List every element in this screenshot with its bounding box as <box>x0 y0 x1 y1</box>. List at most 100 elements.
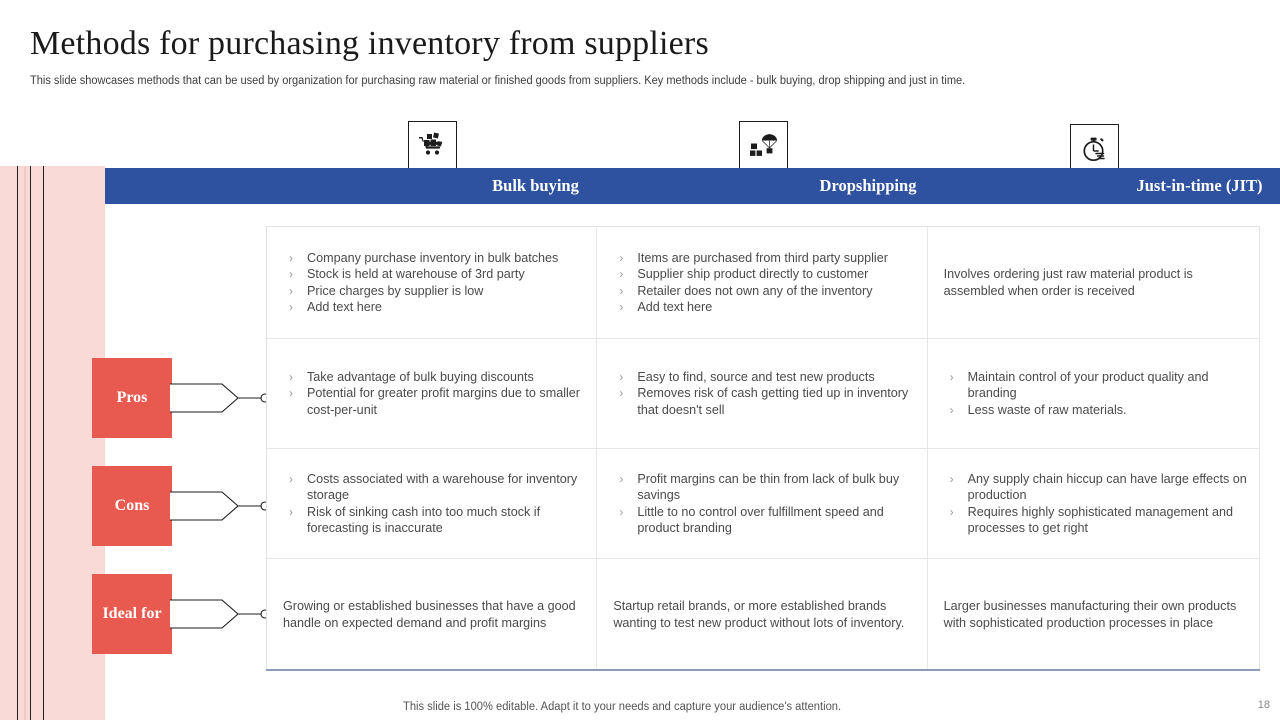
bullet-item: › Little to no control over fulfillment s… <box>609 504 914 537</box>
bullet-list: › Take advantage of bulk buying discounts… <box>279 369 584 418</box>
bullet-item: ›Price charges by supplier is low <box>279 283 584 299</box>
bullet-item: ›Risk of sinking cash into too much stoc… <box>279 504 584 537</box>
bullet-text: Supplier ship product directly to custom… <box>637 267 869 282</box>
connector-arrow-pros <box>170 383 270 413</box>
row-tag-ideal-for-label: Ideal for <box>102 605 162 622</box>
page-title: Methods for purchasing inventory from su… <box>30 25 709 62</box>
bullet-item: › Supplier ship product directly to custo… <box>609 266 914 282</box>
table-row: ›Company purchase inventory in bulk batc… <box>267 227 1259 339</box>
table-row: › Costs associated with a warehouse for i… <box>267 449 1259 559</box>
table-cell-ideal-for-just-in-time-jit: Larger businesses manufacturing their ow… <box>928 559 1259 670</box>
bullet-text: Removes risk of cash getting tied up in … <box>637 386 909 417</box>
cell-paragraph: Startup retail brands, or more establish… <box>613 599 905 630</box>
chevron-right-icon: › <box>289 299 293 314</box>
bullet-list: ›Company purchase inventory in bulk batc… <box>279 250 584 316</box>
bullet-text: Requires highly sophisticated management… <box>967 504 1233 535</box>
chevron-right-icon: › <box>619 504 624 519</box>
bullet-list: › Any supply chain hiccup can have large … <box>940 471 1247 537</box>
bullet-text: Maintain control of your product quality… <box>967 369 1209 401</box>
bullet-list: › Maintain control of your product qualit… <box>940 369 1247 418</box>
icon-chip-bulk-buying <box>408 121 457 170</box>
bullet-text: Costs associated with a warehouse for in… <box>307 471 578 503</box>
bullet-item: › Less waste of raw materials. <box>940 402 1247 418</box>
bullet-text: Price charges by supplier is low <box>307 283 484 298</box>
chevron-right-icon: › <box>289 386 293 401</box>
bullet-item: › Take advantage of bulk buying discounts <box>279 369 584 385</box>
bullet-item: › Any supply chain hiccup can have large … <box>940 471 1247 504</box>
bullet-item: › Potential for greater profit margins du… <box>279 385 584 418</box>
chevron-right-icon: › <box>619 267 624 282</box>
comparison-table: ›Company purchase inventory in bulk batc… <box>266 226 1260 670</box>
bullet-text: Take advantage of bulk buying discounts <box>307 369 534 384</box>
bullet-text: Retailer does not own any of the invento… <box>637 283 873 298</box>
bullet-text: Stock is held at warehouse of 3rd party <box>307 267 525 282</box>
bullet-text: Potential for greater profit margins due… <box>307 386 580 417</box>
cell-paragraph: Involves ordering just raw material prod… <box>943 267 1193 298</box>
connector-arrow-ideal-for <box>170 599 270 629</box>
cell-paragraph: Larger businesses manufacturing their ow… <box>943 599 1237 630</box>
column-header-bar: Bulk buying Dropshipping Just-in-time (J… <box>105 168 1280 204</box>
icon-chip-dropshipping <box>739 121 788 170</box>
column-header-dropshipping: Dropshipping <box>819 176 917 195</box>
bullet-text: Easy to find, source and test new produc… <box>637 369 875 384</box>
row-tag-cons-label: Cons <box>114 497 150 514</box>
bullet-item: ›Company purchase inventory in bulk batc… <box>279 250 584 266</box>
bullet-item: ›Maintain control of your product qualit… <box>940 369 1247 402</box>
bullet-list: › Items are purchased from third party su… <box>609 250 914 316</box>
table-cell-pros-bulk-buying: › Take advantage of bulk buying discounts… <box>267 339 598 448</box>
bullet-list: › Easy to find, source and test new produ… <box>609 369 914 418</box>
page-number: 18 <box>1257 699 1270 711</box>
chevron-right-icon: › <box>619 299 624 314</box>
column-header-just-in-time: Just-in-time (JIT) <box>1136 176 1263 195</box>
bullet-text: Any supply chain hiccup can have large e… <box>967 471 1247 503</box>
bullet-text: Add text here <box>637 299 713 314</box>
bullet-text: Little to no control over fulfillment sp… <box>637 504 884 535</box>
table-cell-pros-dropshipping: › Easy to find, source and test new produ… <box>597 339 928 448</box>
bullet-item: ›Retailer does not own any of the invent… <box>609 283 914 299</box>
row-tag-ideal-for[interactable]: Ideal for <box>92 574 172 654</box>
bullet-text: Profit margins can be thin from lack of … <box>637 471 900 503</box>
bullet-list: › Profit margins can be thin from lack of… <box>609 471 914 537</box>
connector-arrow-cons <box>170 491 270 521</box>
chevron-right-icon: › <box>289 250 293 265</box>
chevron-right-icon: › <box>289 504 293 519</box>
column-header-bulk-buying: Bulk buying <box>492 176 579 195</box>
band-stripe-thin-1 <box>24 166 26 720</box>
bullet-item: › Removes risk of cash getting tied up in… <box>609 385 914 418</box>
bullet-text: Less waste of raw materials. <box>967 402 1127 417</box>
chevron-right-icon: › <box>619 250 624 265</box>
bullet-item: › Stock is held at warehouse of 3rd party <box>279 266 584 282</box>
table-cell-ideal-for-dropshipping: Startup retail brands, or more establish… <box>597 559 928 670</box>
stopwatch-speed-icon <box>1079 134 1111 164</box>
table-row: › Take advantage of bulk buying discounts… <box>267 339 1259 449</box>
table-cell-cons-just-in-time-jit: › Any supply chain hiccup can have large … <box>928 449 1259 558</box>
band-stripe-2 <box>30 166 31 720</box>
bullet-item: › Add text here <box>609 299 914 315</box>
table-cell-overview-bulk-buying: ›Company purchase inventory in bulk batc… <box>267 227 598 338</box>
row-tag-cons[interactable]: Cons <box>92 466 172 546</box>
table-cell-cons-bulk-buying: › Costs associated with a warehouse for i… <box>267 449 598 558</box>
parachute-boxes-icon <box>749 132 779 160</box>
table-cell-cons-dropshipping: › Profit margins can be thin from lack of… <box>597 449 928 558</box>
shopping-cart-boxes-icon <box>418 132 448 160</box>
row-tag-pros[interactable]: Pros <box>92 358 172 438</box>
chevron-right-icon: › <box>289 267 293 282</box>
chevron-right-icon: › <box>949 504 954 519</box>
chevron-right-icon: › <box>289 369 293 384</box>
table-row: Growing or established businesses that h… <box>267 559 1259 670</box>
chevron-right-icon: › <box>949 471 954 486</box>
cell-paragraph: Growing or established businesses that h… <box>283 599 576 630</box>
bullet-item: › Easy to find, source and test new produ… <box>609 369 914 385</box>
band-stripe-1 <box>17 166 18 720</box>
table-cell-overview-just-in-time-jit: Involves ordering just raw material prod… <box>928 227 1259 338</box>
chevron-right-icon: › <box>619 369 624 384</box>
bullet-text: Items are purchased from third party sup… <box>637 250 888 265</box>
table-bottom-rule <box>266 669 1260 671</box>
chevron-right-icon: › <box>289 471 293 486</box>
chevron-right-icon: › <box>949 402 954 417</box>
page-subtitle: This slide showcases methods that can be… <box>30 75 966 87</box>
bullet-item: › Items are purchased from third party su… <box>609 250 914 266</box>
left-decorative-band <box>0 166 105 720</box>
chevron-right-icon: › <box>619 386 624 401</box>
bullet-text: Add text here <box>307 299 382 314</box>
